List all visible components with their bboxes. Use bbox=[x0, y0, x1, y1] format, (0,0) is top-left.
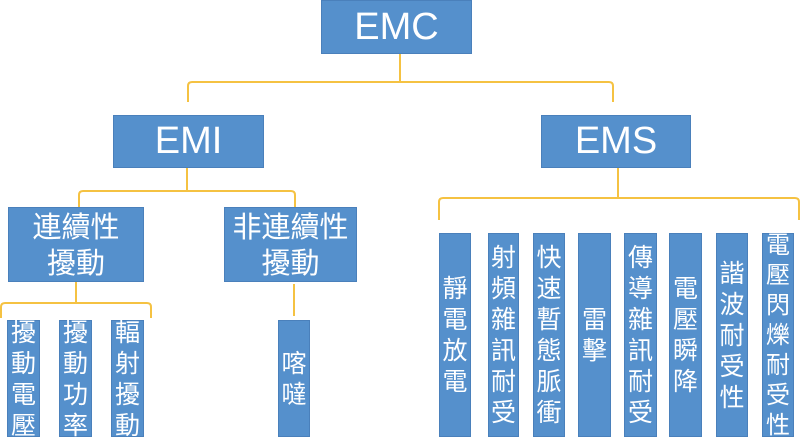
node-esd: 靜電放電 bbox=[439, 233, 471, 437]
node-disturbance-voltage: 擾動電壓 bbox=[7, 318, 40, 440]
connector-ems bbox=[438, 168, 800, 220]
connector-emc bbox=[187, 54, 614, 102]
node-click: 喀噠 bbox=[278, 320, 310, 437]
node-label: EMC bbox=[354, 5, 439, 48]
node-continuous-disturbance: 連續性擾動 bbox=[8, 207, 144, 282]
node-voltage-dips: 電壓瞬降 bbox=[669, 233, 702, 437]
node-label: 靜電放電 bbox=[442, 274, 468, 396]
node-label: 輻射擾動 bbox=[115, 317, 141, 440]
node-label: 傳導雜訊耐受 bbox=[628, 243, 654, 427]
node-ems: EMS bbox=[541, 115, 691, 168]
node-label: 擾動功率 bbox=[63, 317, 89, 440]
node-emc: EMC bbox=[321, 0, 472, 54]
node-label: 雷擊 bbox=[582, 305, 608, 365]
node-label: 諧波耐受性 bbox=[719, 258, 745, 412]
node-label: 擾動電壓 bbox=[11, 317, 37, 440]
node-emi: EMI bbox=[113, 115, 264, 168]
node-disturbance-power: 擾動功率 bbox=[59, 318, 92, 440]
node-eft: 快速暫態脈衝 bbox=[533, 233, 565, 437]
node-label: 快速暫態脈衝 bbox=[536, 243, 562, 427]
connector-emi bbox=[78, 168, 296, 207]
node-harmonic-immunity: 諧波耐受性 bbox=[716, 233, 748, 437]
node-flicker-immunity: 電壓閃爍耐受性 bbox=[762, 231, 794, 439]
node-label: 電壓閃爍耐受性 bbox=[766, 231, 790, 439]
node-label: EMS bbox=[574, 120, 658, 162]
node-label: 喀噠 bbox=[281, 348, 307, 409]
node-label: 非連續性擾動 bbox=[232, 209, 349, 280]
node-label: 射頻雜訊耐受 bbox=[491, 243, 517, 427]
node-label: 連續性擾動 bbox=[32, 209, 120, 280]
node-radiated-disturbance: 輻射擾動 bbox=[111, 318, 144, 440]
node-rf-immunity: 射頻雜訊耐受 bbox=[488, 233, 519, 437]
node-label: EMI bbox=[154, 120, 223, 162]
connector-continuous bbox=[0, 282, 152, 318]
node-conducted-immunity: 傳導雜訊耐受 bbox=[624, 233, 657, 437]
node-discontinuous-disturbance: 非連續性擾動 bbox=[224, 207, 357, 282]
node-surge: 雷擊 bbox=[578, 233, 611, 437]
node-label: 電壓瞬降 bbox=[673, 274, 699, 396]
